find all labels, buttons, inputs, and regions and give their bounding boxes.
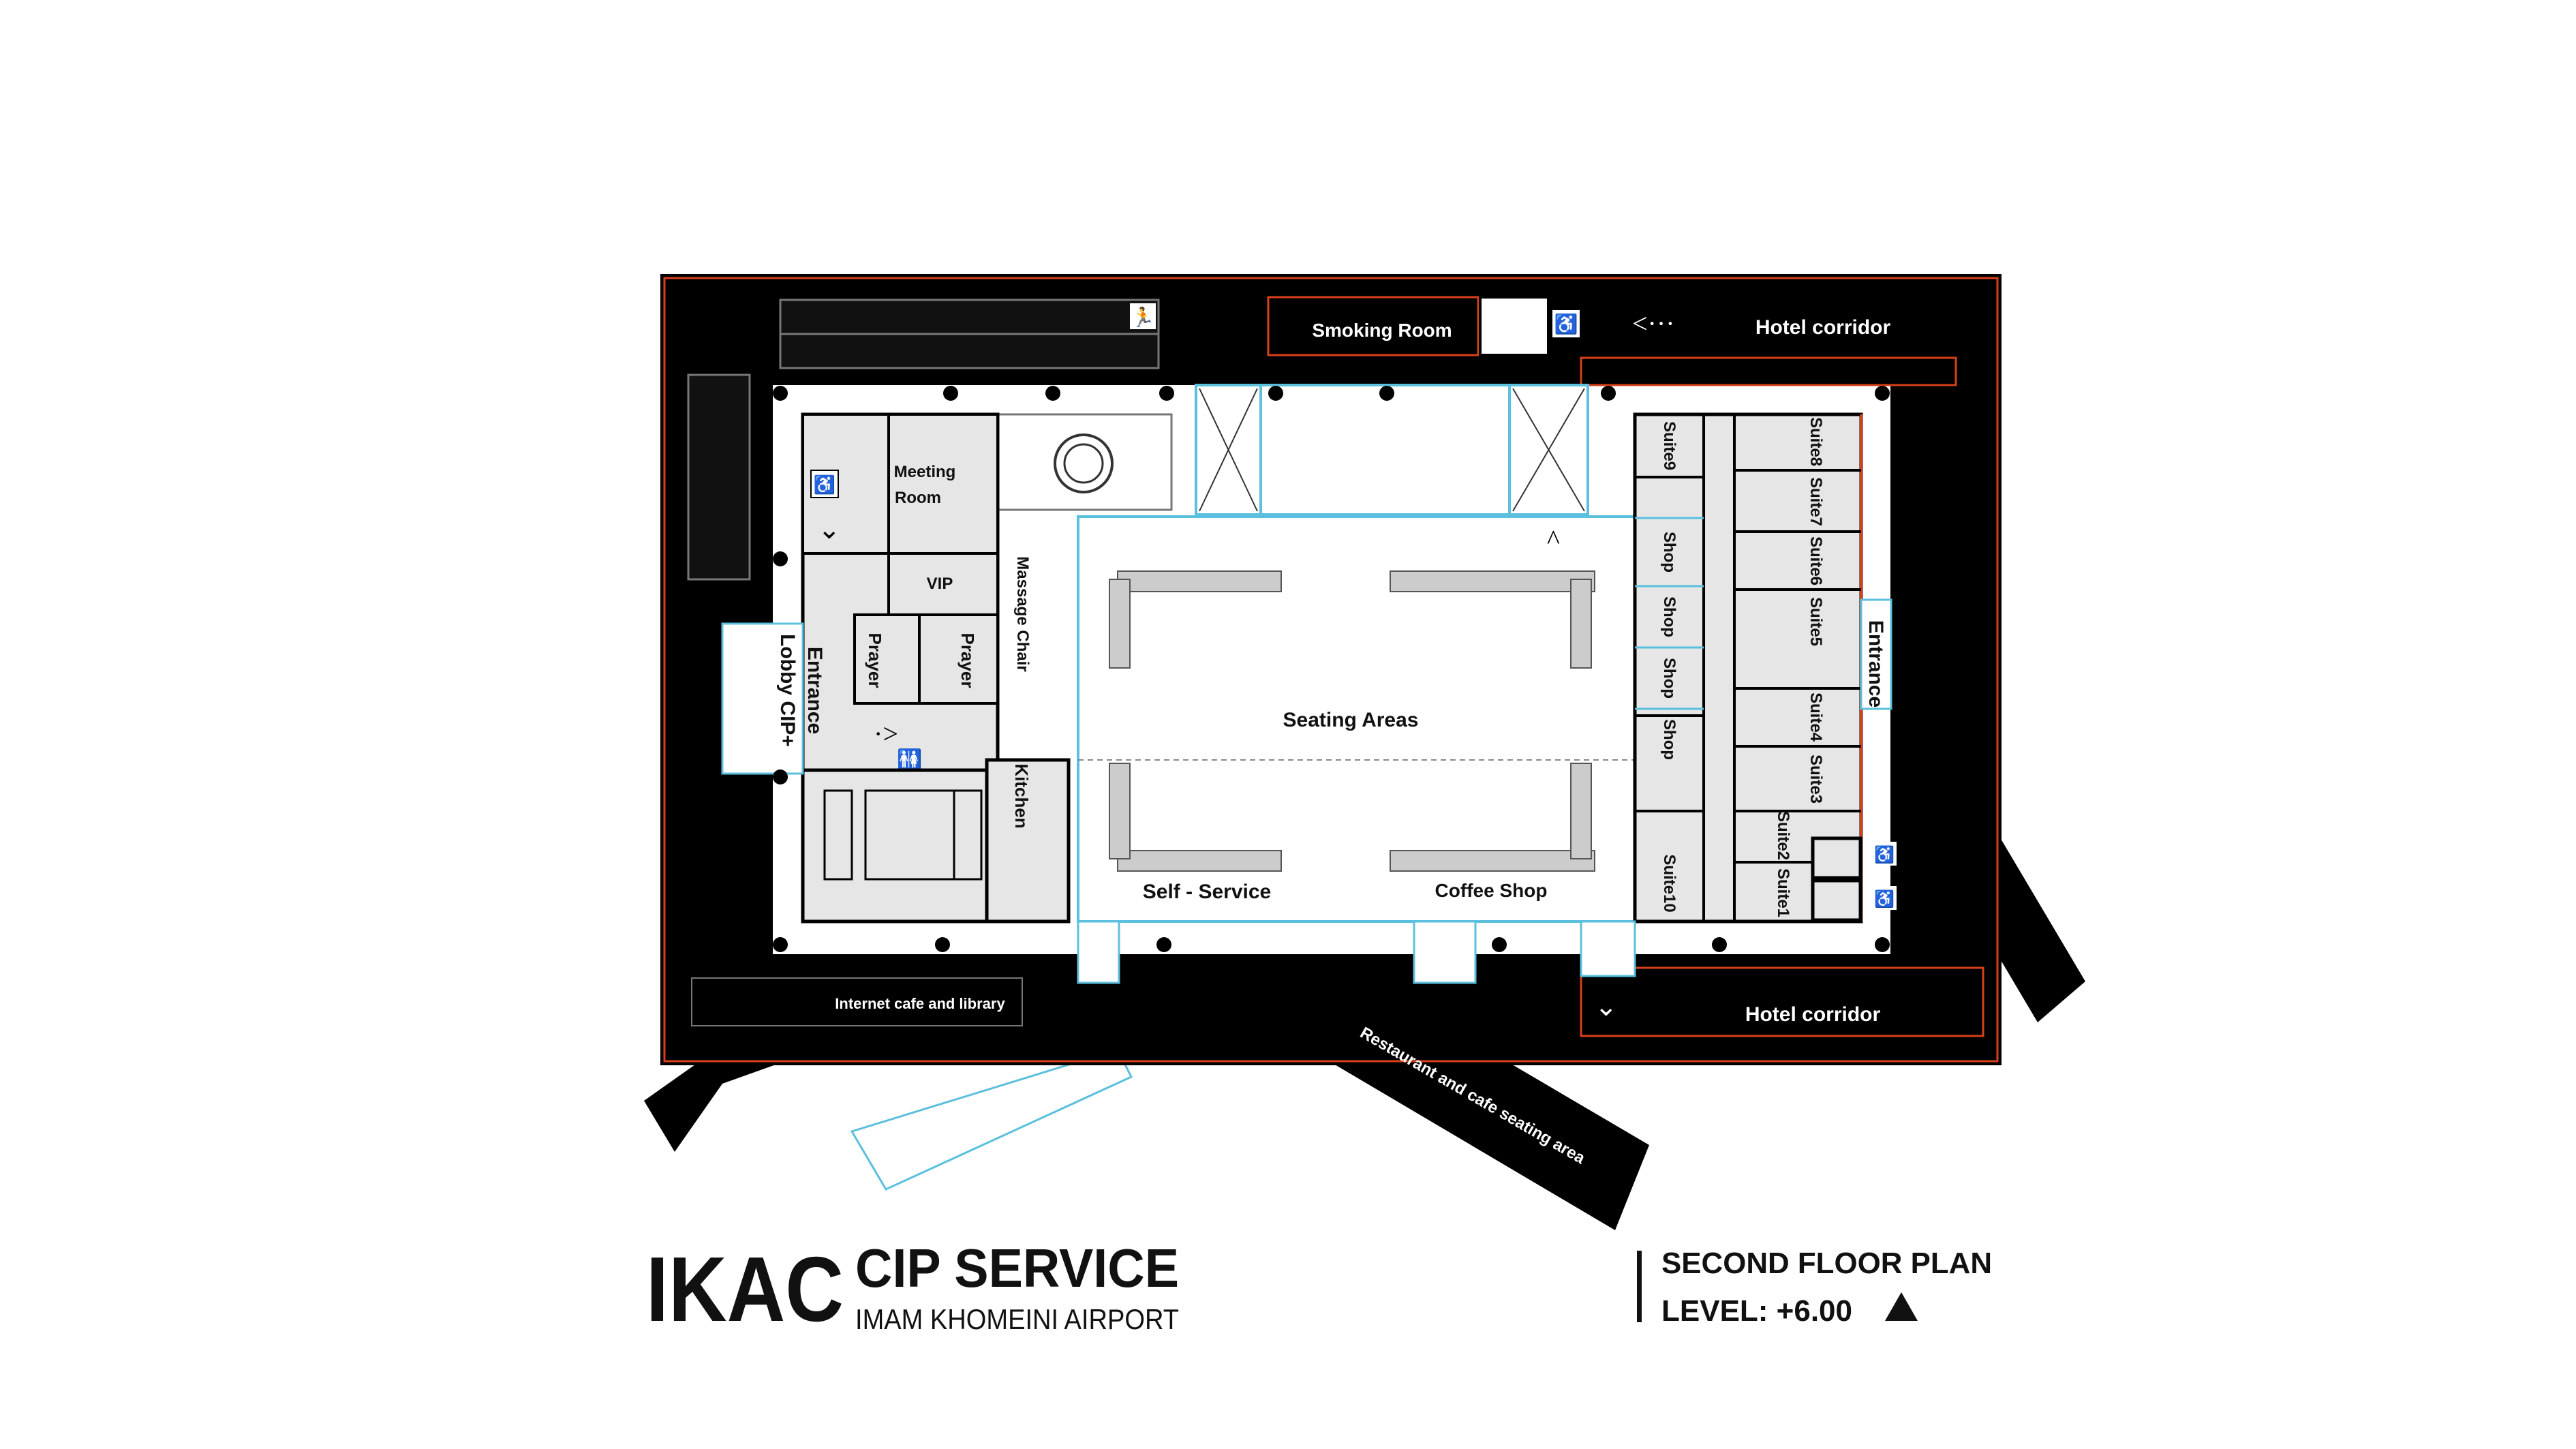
building-outline <box>663 277 1999 1063</box>
bottom-shafts <box>1077 920 1636 984</box>
ramp-glass-outline <box>850 1048 1133 1191</box>
shop-label: Shop <box>1660 532 1678 573</box>
atrium-circle <box>1063 443 1104 484</box>
suite-label: Suite8 <box>1807 417 1825 466</box>
hotel-corridor-bottom-label: Hotel corridor <box>1745 1003 1881 1026</box>
shop-glass <box>1635 517 1704 710</box>
elevator-shafts <box>1195 384 1589 516</box>
self-service-label: Self - Service <box>1143 881 1271 903</box>
direction-arrow-icon: ·> <box>874 718 898 749</box>
atrium-void <box>996 413 1173 511</box>
smoking-room-label: Smoking Room <box>1312 320 1452 341</box>
structural-columns <box>773 386 1890 952</box>
internet-cafe-label: Internet cafe and library <box>835 995 1005 1012</box>
suite-walls <box>1635 469 1861 864</box>
suite-labels-right: Suite8 Suite7 Suite6 Suite5 Suite4 Suite… <box>1774 417 1825 917</box>
direction-arrow-icon: ^ <box>1547 524 1560 555</box>
escalator-icon: ⤡ <box>726 630 748 660</box>
accessible-elevator-icon: ♿ <box>1552 310 1580 337</box>
prayer-label: Prayer <box>865 633 885 688</box>
entrance-right-label: Entrance <box>1865 620 1887 707</box>
suite-label: Suite6 <box>1807 536 1825 585</box>
accessible-elevator-icon: ♿ <box>810 470 839 498</box>
restroom-stalls <box>823 789 983 881</box>
meeting-room-label-2: Room <box>895 489 941 507</box>
staircase-left <box>687 373 751 581</box>
entrance-left <box>721 622 804 775</box>
meeting-room <box>887 413 999 555</box>
title-airport: IMAM KHOMEINI AIRPORT <box>855 1303 1179 1335</box>
direction-arrow-icon: <··· <box>1632 308 1675 339</box>
vip-room <box>887 552 999 616</box>
suite-label: Suite10 <box>1660 854 1678 912</box>
entrance-right <box>1860 598 1892 710</box>
lobby-cip-label: Lobby CIP+ <box>776 634 799 747</box>
svg-text:♿: ♿ <box>814 474 835 495</box>
meeting-room-label: Meeting <box>894 463 956 481</box>
logo-ikac: IKAC <box>646 1238 844 1341</box>
title-cip-service: CIP SERVICE <box>855 1238 1179 1298</box>
suite-labels-left: Suite9 Shop Shop Shop Shop Suite10 <box>1660 421 1678 913</box>
massage-chair-label: Massage Chair <box>1013 556 1032 671</box>
atrium-circle <box>1054 433 1114 493</box>
prayer-label: Prayer <box>957 633 978 688</box>
kitchen <box>985 758 1071 924</box>
direction-arrow-icon: ⌄ <box>818 514 841 545</box>
hotel-corridor-top-label: Hotel corridor <box>1755 316 1891 339</box>
svg-text:♿: ♿ <box>1874 889 1895 909</box>
suite-label: Suite5 <box>1807 597 1825 646</box>
vip-label: VIP <box>927 575 953 593</box>
suite-label: Suite7 <box>1807 477 1825 526</box>
seating-benches <box>1109 570 1595 872</box>
north-arrow-icon <box>1885 1292 1918 1321</box>
title-divider <box>1637 1251 1642 1322</box>
elevators-right <box>1811 836 1862 922</box>
direction-arrow-icon: ⌄ <box>1595 991 1618 1022</box>
svg-text:♿: ♿ <box>1874 845 1895 864</box>
svg-text:🏃: 🏃 <box>1131 306 1155 329</box>
suite-label: Suite3 <box>1807 754 1825 804</box>
prayer-room-2 <box>918 613 999 705</box>
shop-label: Shop <box>1660 596 1678 637</box>
suite-label: Suite1 <box>1774 868 1792 917</box>
svg-text:♿: ♿ <box>1554 313 1578 335</box>
internet-cafe <box>691 977 1023 1026</box>
plan-level: LEVEL: +6.00 <box>1661 1294 1852 1328</box>
plan-title: SECOND FLOOR PLAN <box>1661 1247 1992 1280</box>
kitchen-label: Kitchen <box>1011 763 1032 828</box>
suite-label: Suite4 <box>1807 692 1825 742</box>
smoking-room <box>1267 296 1479 356</box>
shop-label: Shop <box>1660 658 1678 699</box>
shaft-crosses <box>1199 388 1585 512</box>
accessible-elevator-icon: ♿ <box>1873 886 1897 910</box>
prayer-room-1 <box>853 613 921 705</box>
shop-label: Shop <box>1660 719 1678 760</box>
hotel-corridor-top <box>1580 356 1957 386</box>
shaft-top <box>1479 296 1550 356</box>
restroom-icon: 🚻 <box>897 748 922 772</box>
staircase-top <box>779 299 1160 369</box>
emergency-exit-icon: 🏃 <box>1130 303 1156 329</box>
seating-areas-label: Seating Areas <box>1283 709 1419 731</box>
coffee-shop-label: Coffee Shop <box>1435 880 1548 901</box>
accessible-elevator-icon: ♿ <box>1873 842 1897 866</box>
suite-label: Suite9 <box>1660 421 1678 470</box>
restrooms <box>801 768 1000 924</box>
hotel-corridor-bottom <box>1580 966 1984 1037</box>
entrance-left-label: Entrance <box>803 647 826 734</box>
suite-label: Suite2 <box>1774 811 1792 860</box>
